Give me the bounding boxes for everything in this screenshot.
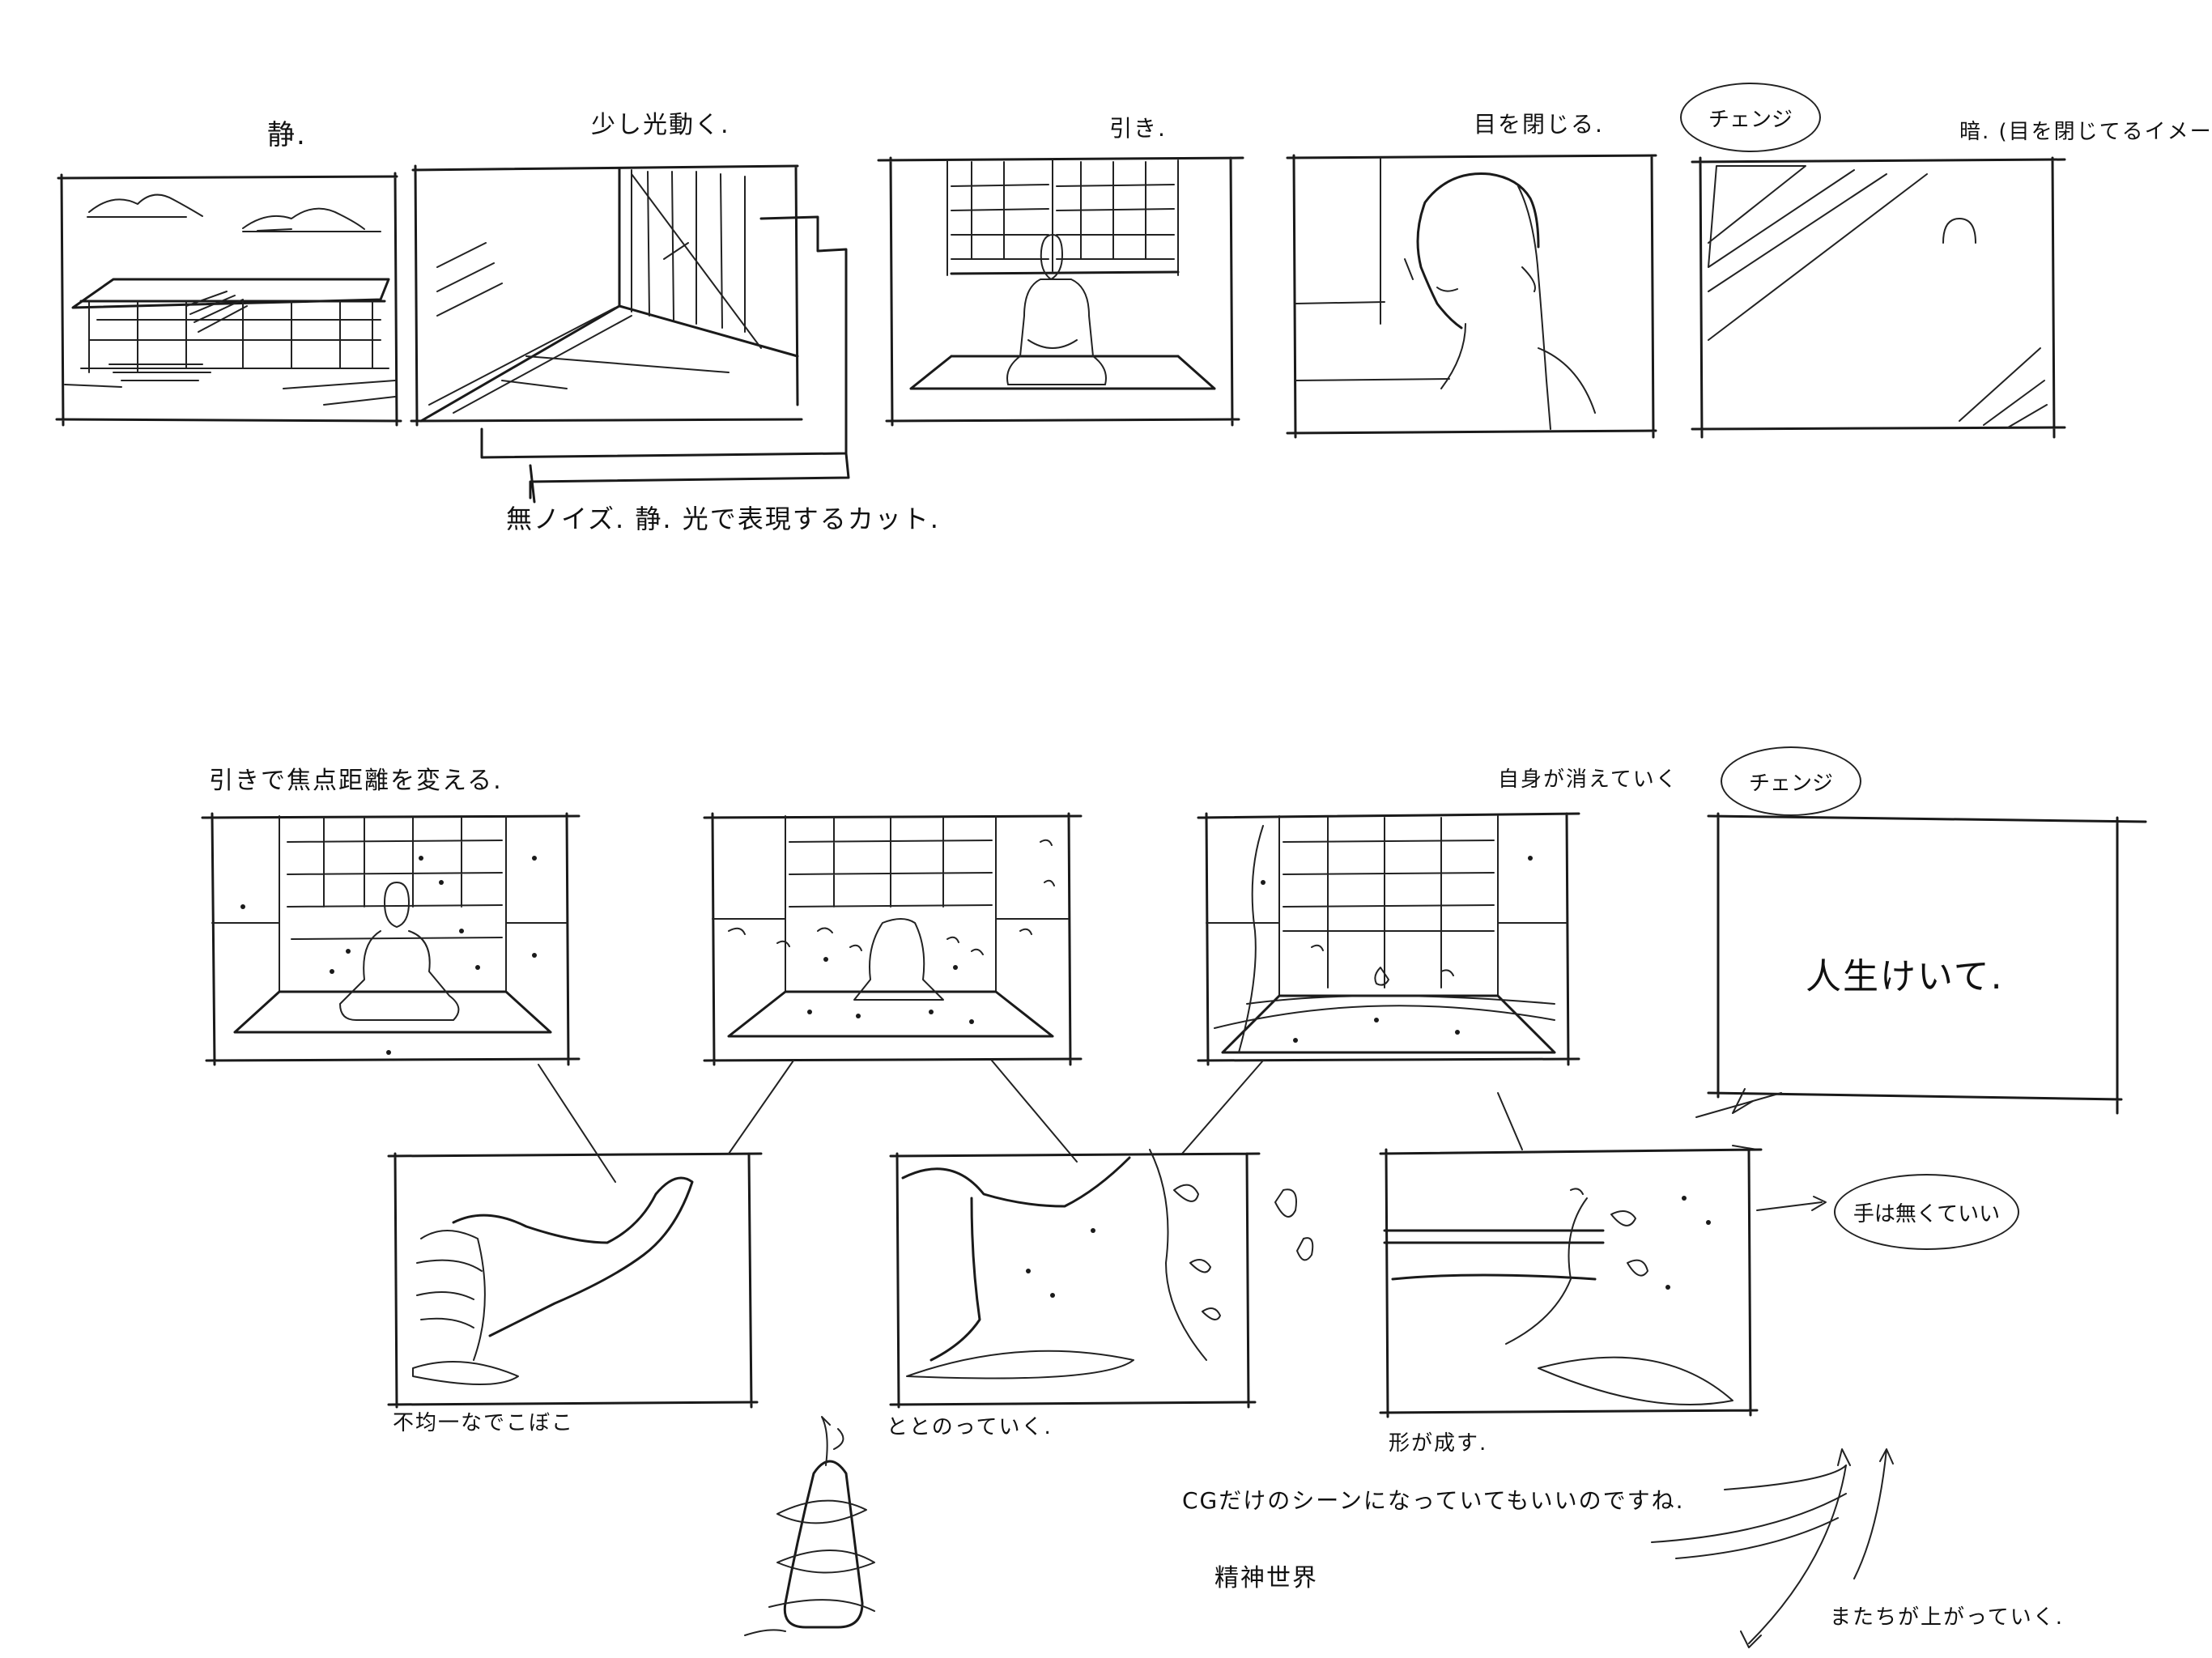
change-badge-1: チェンジ bbox=[1680, 83, 1821, 152]
panel-5-dark bbox=[1691, 156, 2066, 439]
caption-shot-5: 暗. (目を閉じてるイメージ) bbox=[1959, 120, 2212, 144]
panel-1-exterior bbox=[55, 172, 402, 427]
detail-panel-a bbox=[387, 1152, 763, 1409]
rising-note: またちが上がっていく. bbox=[1830, 1605, 2064, 1630]
caption-shot-2: 少し光動く. bbox=[591, 111, 730, 139]
hand-note-oval: 手は無くていい bbox=[1834, 1174, 2019, 1250]
title-card-text: 人生けいて. bbox=[1806, 956, 2004, 997]
change-badge-1-label: チェンジ bbox=[1708, 107, 1793, 132]
spiral-pillar-sketch bbox=[744, 1416, 875, 1636]
panel-2-room-corner bbox=[410, 164, 850, 504]
detail-caption-2: ととのっていく. bbox=[887, 1415, 1053, 1439]
row2-panel-3 bbox=[1197, 812, 1580, 1066]
detail-panel-b bbox=[889, 1149, 1314, 1409]
panel-3-seated-room bbox=[877, 156, 1244, 427]
detail-connectors bbox=[538, 1060, 1782, 1183]
caption-row2-shot-3: 自身が消えていく bbox=[1498, 767, 1678, 792]
caption-row2-shot-1: 引きで焦点距離を変える. bbox=[209, 767, 503, 795]
row2-panel-2 bbox=[703, 812, 1083, 1066]
detail-caption-3: 形が成す. bbox=[1389, 1431, 1488, 1456]
detail-caption-1: 不均一なでこぼこ bbox=[393, 1411, 575, 1435]
hand-note-label: 手は無くていい bbox=[1853, 1201, 2001, 1226]
spirit-world-note: 精神世界 bbox=[1214, 1564, 1318, 1592]
row2-panel-1 bbox=[201, 812, 581, 1066]
rising-motion-sketch bbox=[1651, 1448, 1894, 1648]
row1-note: 無ノイズ. 静. 光で表現するカット. bbox=[506, 504, 940, 534]
change-badge-2-label: チェンジ bbox=[1748, 771, 1833, 796]
caption-shot-3: 引き. bbox=[1109, 115, 1167, 142]
caption-shot-4: 目を閉じる. bbox=[1474, 111, 1604, 138]
row2-title-card bbox=[1707, 812, 2147, 1115]
cg-note: CGだけのシーンになっていてもいいのですね. bbox=[1182, 1487, 1685, 1514]
change-badge-2: チェンジ bbox=[1721, 746, 1861, 816]
detail-panel-c bbox=[1379, 1148, 1827, 1418]
panel-4-closeup bbox=[1286, 154, 1657, 439]
caption-shot-1: 静. bbox=[267, 119, 307, 151]
